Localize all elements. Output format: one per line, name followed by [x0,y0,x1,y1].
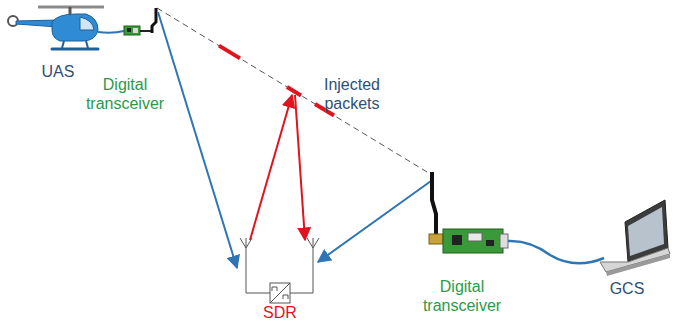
device-label: Digital transceiver [75,75,175,113]
injection-arrow [295,95,305,240]
injection-arrow [250,95,292,240]
injected-packet-marks [219,46,334,116]
eavesdrop-arrow [158,12,237,268]
device-label: UAS [28,62,88,81]
data-cable [508,241,604,263]
transceiver-board [429,172,508,253]
callout-label: Injected packets [307,75,397,113]
laptop-icon [600,200,670,276]
eavesdrop-arrow [318,181,431,262]
data-cable [98,31,124,33]
helicopter-icon [8,7,104,49]
transceiver-board [124,8,156,35]
sdr-symbol [240,238,319,303]
device-label: Digital transceiver [412,277,512,315]
device-label: GCS [597,279,657,298]
radio-link [157,8,432,175]
device-label: SDR [250,303,310,322]
